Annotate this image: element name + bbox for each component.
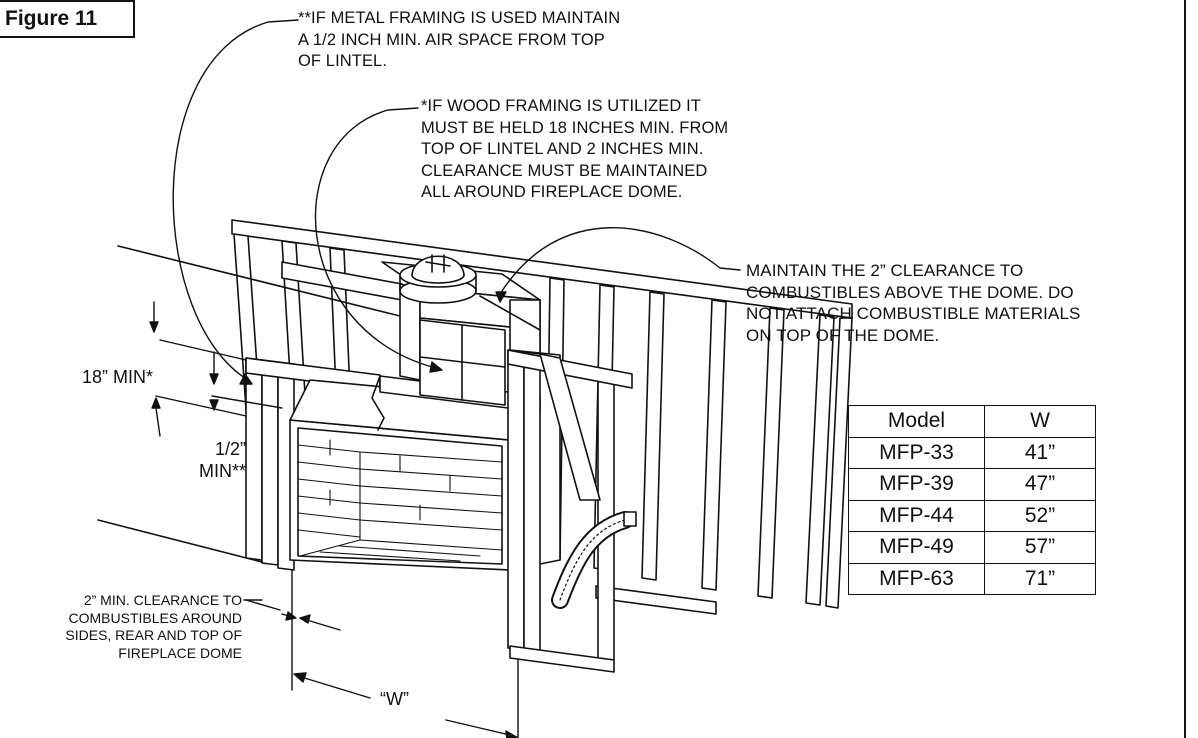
table-cell-model: MFP-63	[848, 562, 985, 595]
table-cell-w: 57”	[984, 531, 1096, 564]
model-width-table: Model W MFP-33 41” MFP-39 47” MFP-44 52”…	[848, 405, 1096, 595]
dimension-2-min	[245, 569, 341, 691]
table-cell-model: MFP-33	[848, 436, 985, 469]
table-row: MFP-33 41”	[848, 436, 1096, 469]
dome-clearance-note: MAINTAIN THE 2” CLEARANCE TO COMBUSTIBLE…	[746, 261, 1081, 345]
table-cell-model: MFP-49	[848, 531, 985, 564]
side-clearance-note: 2” MIN. CLEARANCE TO COMBUSTIBLES AROUND…	[65, 592, 242, 661]
half-inch-min-label: 1/2” MIN**	[198, 439, 246, 481]
figure-right-border	[1184, 0, 1186, 738]
table-row: MFP-63 71”	[848, 562, 1096, 595]
table-header-w: W	[984, 405, 1096, 438]
figure-label: Figure 11	[0, 0, 135, 38]
table-cell-model: MFP-44	[848, 499, 985, 532]
dimension-w	[293, 659, 519, 738]
eighteen-min-label: 18” MIN*	[82, 367, 154, 387]
metal-framing-note: **IF METAL FRAMING IS USED MAINTAIN A 1/…	[298, 9, 621, 70]
table-cell-model: MFP-39	[848, 468, 985, 501]
table-cell-w: 71”	[984, 562, 1096, 595]
leader-wood-framing	[314, 107, 443, 373]
firebox-brick-pattern	[297, 439, 503, 562]
table-row: MFP-49 57”	[848, 531, 1096, 564]
table-header-model: Model	[848, 405, 985, 438]
wood-framing-note: *IF WOOD FRAMING IS UTILIZED IT MUST BE …	[421, 97, 729, 201]
flue-collar	[399, 254, 477, 304]
rear-stud-wall	[231, 219, 853, 615]
table-row: MFP-39 47”	[848, 468, 1096, 501]
dimension-18-min	[149, 301, 247, 417]
flex-hose	[551, 511, 637, 609]
dimension-half-inch	[151, 395, 283, 437]
front-right-framing	[507, 349, 633, 673]
table-cell-w: 47”	[984, 468, 1096, 501]
table-row: MFP-44 52”	[848, 499, 1096, 532]
leader-metal-framing	[172, 19, 299, 385]
table-header-row: Model W	[848, 405, 1096, 438]
table-cell-w: 41”	[984, 436, 1096, 469]
table-cell-w: 52”	[984, 499, 1096, 532]
leader-dome-clearance	[495, 227, 741, 303]
w-dimension-label: “W”	[380, 689, 409, 709]
